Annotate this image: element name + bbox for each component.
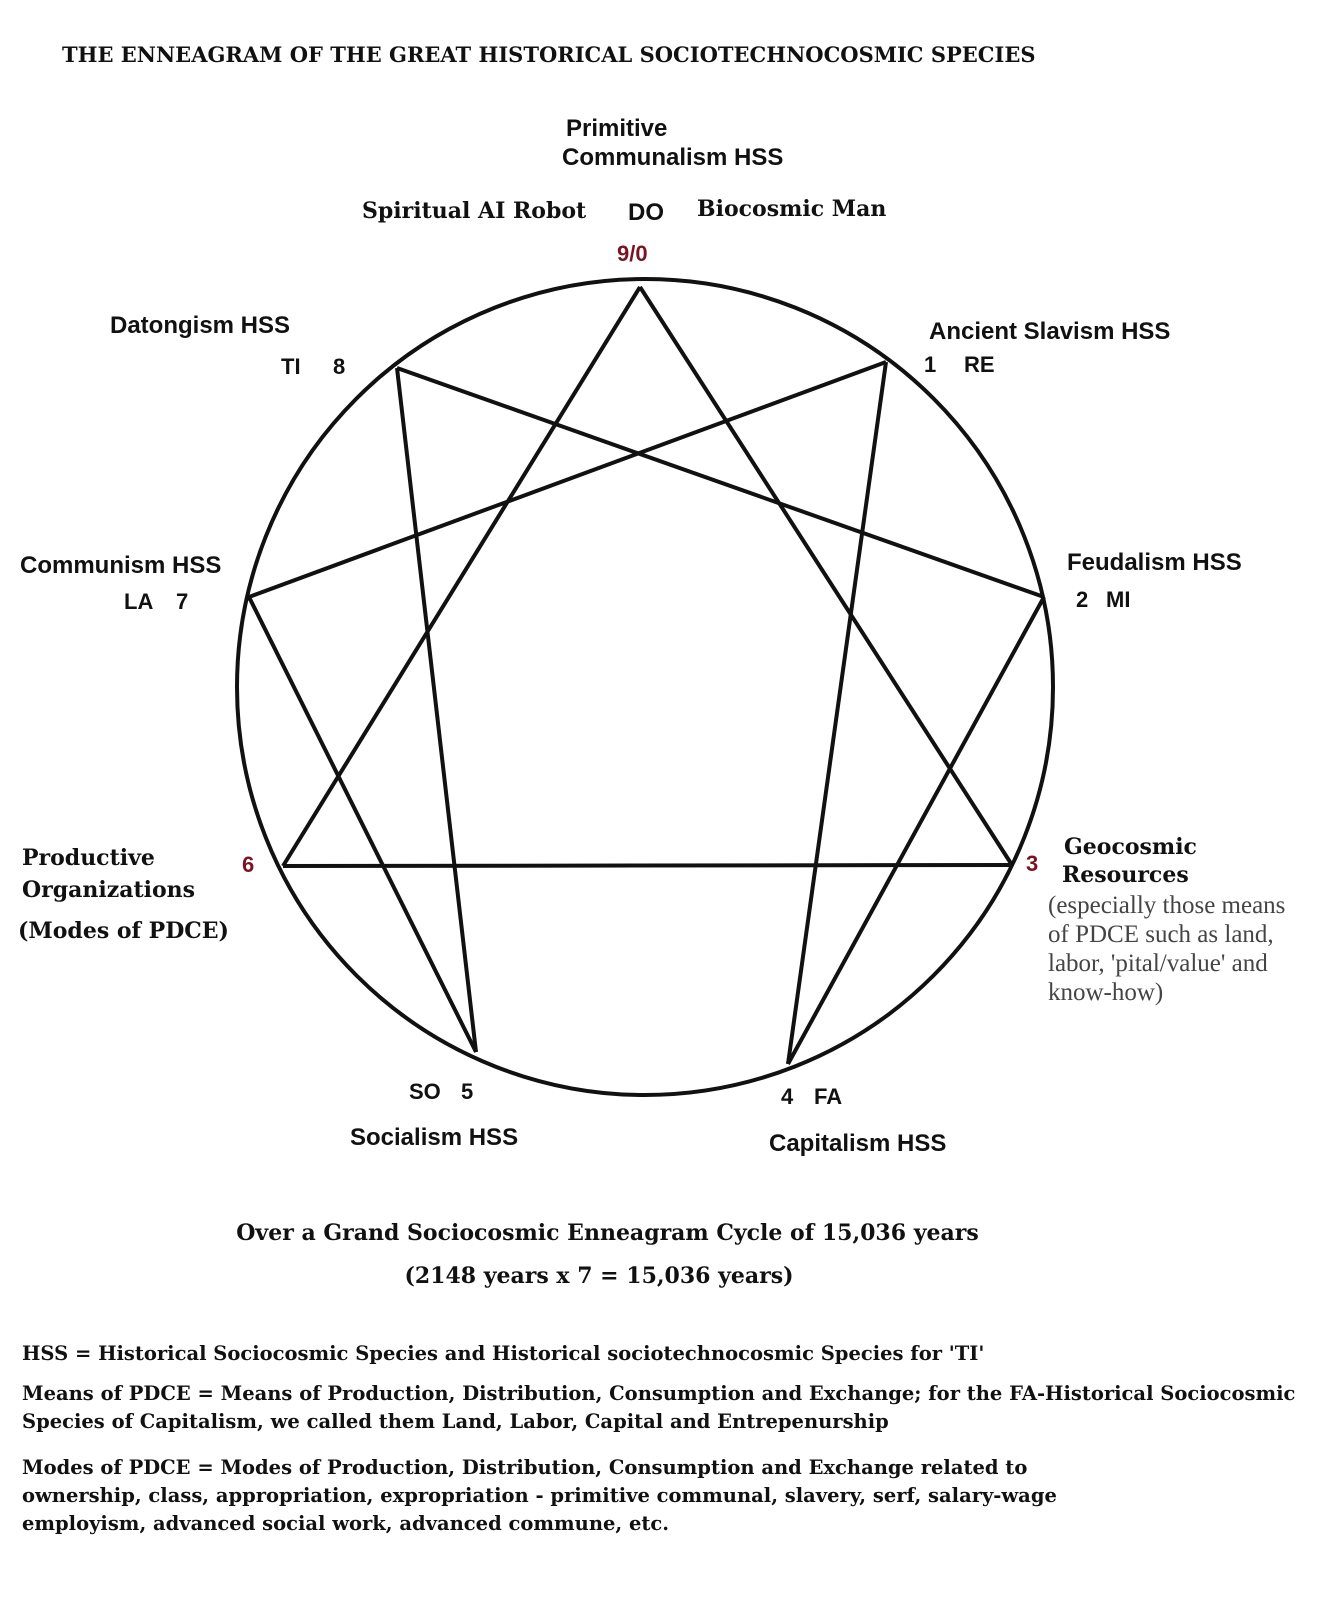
p8-number: 8 bbox=[333, 354, 346, 379]
p7-label: Communism HSS bbox=[20, 552, 222, 579]
line-1-4 bbox=[786, 361, 888, 1065]
line-1-7 bbox=[248, 360, 887, 599]
line-5-7 bbox=[247, 596, 478, 1053]
p7-note: LA bbox=[124, 589, 154, 614]
line-9-6 bbox=[281, 285, 642, 868]
p3-label-line2: Resources bbox=[1062, 862, 1189, 888]
p2-number: 2 bbox=[1076, 587, 1089, 612]
p6-number: 6 bbox=[242, 852, 255, 877]
p9-label-line1: Primitive bbox=[566, 115, 668, 142]
line-2-4 bbox=[786, 596, 1046, 1065]
p3-number: 3 bbox=[1026, 851, 1039, 876]
p1-label: Ancient Slavism HSS bbox=[929, 318, 1171, 345]
cycle-line-2: (2148 years x 7 = 15,036 years) bbox=[404, 1263, 794, 1289]
p9-label-line2: Communalism HSS bbox=[562, 144, 784, 171]
enneagram-circle bbox=[235, 277, 1055, 1097]
p4-note: FA bbox=[814, 1084, 843, 1109]
line-2-8 bbox=[396, 366, 1045, 599]
p6-label-line3: (Modes of PDCE) bbox=[18, 918, 229, 944]
footnote-means-pdce: Means of PDCE = Means of Production, Dis… bbox=[22, 1382, 1296, 1433]
cycle-line-1: Over a Grand Sociocosmic Enneagram Cycle… bbox=[236, 1220, 979, 1246]
p9-number: 9/0 bbox=[617, 241, 648, 266]
p9-note: DO bbox=[628, 199, 664, 226]
p5-note: SO bbox=[409, 1079, 441, 1104]
p3-label-line1: Geocosmic bbox=[1064, 834, 1197, 860]
p5-number: 5 bbox=[461, 1079, 474, 1104]
p7-number: 7 bbox=[176, 589, 189, 614]
p4-label: Capitalism HSS bbox=[769, 1130, 947, 1157]
p8-label: Datongism HSS bbox=[110, 312, 291, 339]
p9-right-label: Biocosmic Man bbox=[697, 196, 887, 222]
footnote-hss: HSS = Historical Sociocosmic Species and… bbox=[22, 1342, 985, 1365]
p6-label-line2: Organizations bbox=[22, 877, 196, 903]
p4-number: 4 bbox=[781, 1084, 794, 1109]
p2-label: Feudalism HSS bbox=[1067, 549, 1242, 576]
p8-note: TI bbox=[281, 354, 301, 379]
footnote-modes-pdce: Modes of PDCE = Modes of Production, Dis… bbox=[22, 1456, 1057, 1535]
p5-label: Socialism HSS bbox=[350, 1124, 519, 1151]
line-8-5 bbox=[395, 367, 478, 1053]
line-6-3 bbox=[282, 863, 1013, 868]
p6-label-line1: Productive bbox=[22, 845, 155, 871]
p2-note: MI bbox=[1106, 587, 1131, 612]
diagram-title: THE ENNEAGRAM OF THE GREAT HISTORICAL SO… bbox=[62, 42, 1036, 67]
p1-note: RE bbox=[964, 352, 995, 377]
p1-number: 1 bbox=[924, 352, 937, 377]
p9-left-label: Spiritual AI Robot bbox=[362, 198, 587, 224]
p3-description: (especially those means of PDCE such as … bbox=[1048, 892, 1286, 1006]
